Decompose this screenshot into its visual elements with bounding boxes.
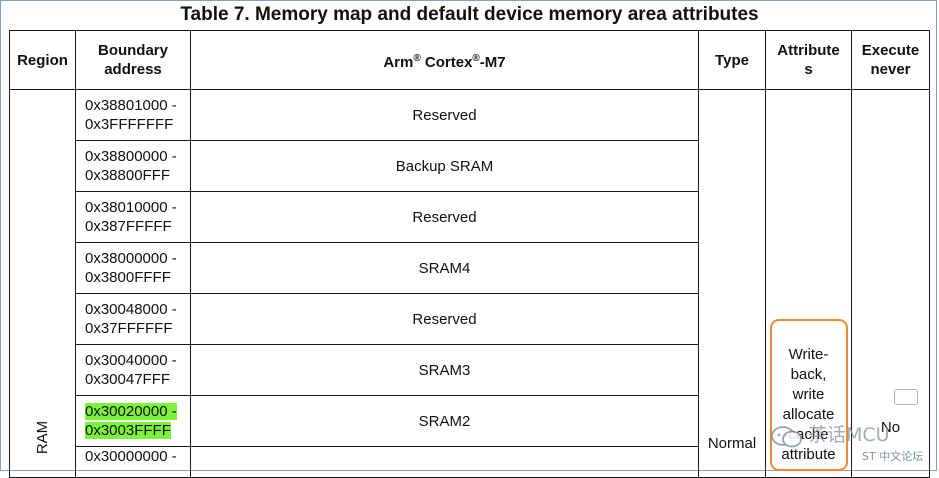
header-xn-line1: Execute: [861, 42, 920, 59]
address-end: 0x38800FFF: [85, 167, 171, 184]
address-start: 0x38000000 -: [85, 250, 177, 267]
header-attributes-line2: s: [804, 61, 813, 78]
address-cell: 0x38800000 - 0x38800FFF: [75, 140, 191, 192]
attributes-line: back,: [790, 366, 827, 383]
registered-mark-2: ®: [472, 52, 480, 64]
area-name-cell: Reserved: [190, 293, 699, 345]
region-value: RAM: [34, 420, 51, 455]
header-boundary-line2: address: [104, 61, 162, 78]
table-title: Table 7. Memory map and default device m…: [180, 4, 759, 25]
comment-box-icon: [894, 389, 918, 405]
address-start-highlighted: 0x30020000 -: [85, 403, 177, 420]
area-name-cell: Backup SRAM: [190, 140, 699, 192]
memory-map-table: Region Boundary address Arm® Cortex®-M7 …: [9, 30, 930, 478]
chat-bubble-icon: [771, 426, 802, 448]
header-type: Type: [698, 30, 766, 90]
registered-mark: ®: [413, 52, 421, 64]
header-core-suffix: -M7: [479, 53, 506, 71]
header-attributes: Attribute s: [765, 30, 852, 90]
watermark-sub: ST 中文论坛: [862, 450, 924, 463]
table-row: RAM 0x38801000 - 0x3FFFFFFF Reserved Nor…: [9, 89, 930, 478]
address-end: 0x37FFFFFF: [85, 320, 173, 337]
address-start: 0x30048000 -: [85, 301, 177, 318]
address-cell: 0x30048000 - 0x37FFFFFF: [75, 293, 191, 345]
attributes-cell: Write- back, write allocate cache attrib…: [765, 89, 852, 478]
address-start: 0x30000000 -: [85, 448, 177, 465]
type-value: Normal: [707, 435, 757, 452]
address-cell: 0x38010000 - 0x387FFFFF: [75, 191, 191, 243]
attributes-line: Write-: [788, 346, 829, 363]
area-name-cell: SRAM2: [190, 395, 699, 447]
address-cell-highlighted: 0x30020000 - 0x3003FFFF: [75, 395, 191, 447]
watermark-name: 茶话MCU: [808, 424, 890, 446]
address-cell: 0x30040000 - 0x30047FFF: [75, 344, 191, 396]
header-region: Region: [9, 30, 76, 90]
table-row: 0x38000000 - 0x3800FFFF SRAM4: [10, 242, 930, 294]
area-name-cell: Reserved: [190, 191, 699, 243]
attributes-line: attribute: [781, 446, 836, 463]
attributes-line: allocate: [782, 406, 835, 423]
execute-never-value: No: [880, 419, 901, 436]
header-boundary-address: Boundary address: [75, 30, 191, 90]
address-cell: 0x38801000 - 0x3FFFFFFF: [75, 89, 191, 141]
header-core-prefix: Arm: [383, 53, 414, 71]
area-name-cell: SRAM3: [190, 344, 699, 396]
address-end: 0x30047FFF: [85, 371, 171, 388]
watermark: 茶话MCU ST 中文论坛: [770, 389, 930, 468]
attributes-callout: Write- back, write allocate cache attrib…: [769, 319, 848, 471]
area-name-cell: SRAM4: [190, 242, 699, 294]
header-attributes-line1: Attribute: [777, 42, 840, 59]
area-name-cell: Reserved: [190, 89, 699, 141]
address-start: 0x38010000 -: [85, 199, 177, 216]
header-core: Arm® Cortex®-M7: [190, 30, 699, 90]
header-execute-never: Execute never: [851, 30, 930, 90]
header-row: Region Boundary address Arm® Cortex®-M7 …: [9, 30, 930, 90]
type-cell: Normal: [698, 89, 766, 478]
region-cell: RAM: [9, 89, 76, 478]
address-end-highlighted: 0x3003FFFF: [85, 422, 171, 439]
address-end: 0x3FFFFFFF: [85, 116, 174, 133]
header-xn-line2: never: [870, 61, 911, 78]
table-row: 0x30040000 - 0x30047FFF SRAM3: [10, 344, 930, 396]
address-end: 0x387FFFFF: [85, 218, 172, 235]
attributes-line: write: [792, 386, 825, 403]
address-cell: 0x38000000 - 0x3800FFFF: [75, 242, 191, 294]
table-row: 0x38800000 - 0x38800FFF Backup SRAM: [10, 140, 930, 192]
address-start: 0x38801000 -: [85, 97, 177, 114]
address-start: 0x38800000 -: [85, 148, 177, 165]
address-start: 0x30040000 -: [85, 352, 177, 369]
header-core-mid: Cortex: [420, 53, 473, 71]
header-boundary-line1: Boundary: [97, 42, 168, 59]
table-row: 0x38010000 - 0x387FFFFF Reserved: [10, 191, 930, 243]
address-end: 0x3800FFFF: [85, 269, 171, 286]
execute-never-cell: No: [851, 89, 930, 478]
